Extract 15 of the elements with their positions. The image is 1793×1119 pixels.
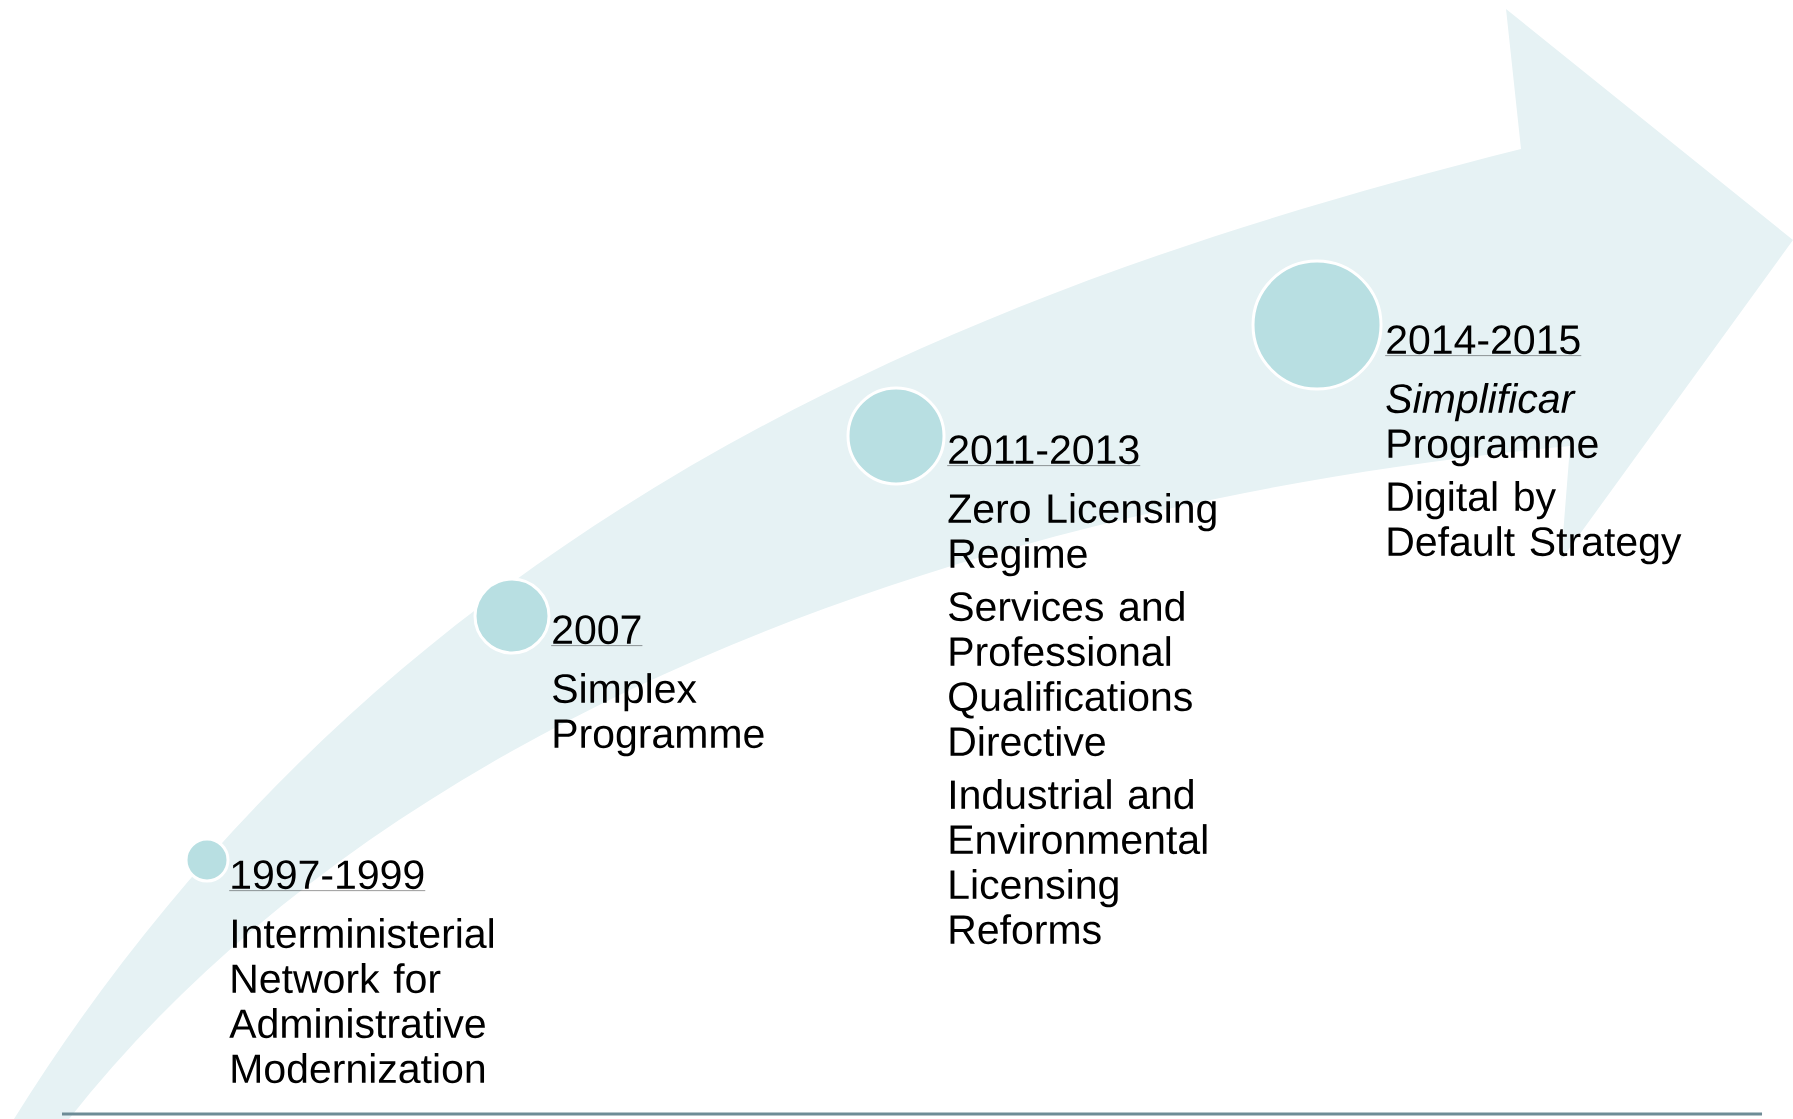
timeline-dot: [1251, 259, 1383, 391]
year-heading: 1997-1999: [229, 860, 426, 891]
year-heading: 2011-2013: [947, 435, 1141, 466]
year-heading: 2007: [551, 615, 643, 646]
timeline-dot: [846, 386, 946, 486]
milestone-text: Digital by Default Strategy: [1388, 481, 1682, 565]
timeline-dot: [184, 837, 230, 883]
milestone-text: Simplex Programme: [553, 673, 764, 757]
milestone-text: Simplificar Programme: [1386, 383, 1598, 467]
year-heading: 2014-2015: [1385, 325, 1582, 356]
milestone-text: Industrial and Environmental Licensing Reforms: [950, 779, 1207, 945]
milestone-text: Interministerial Network for Administrative Modernization: [229, 918, 493, 1084]
timeline-dot: [473, 577, 551, 655]
milestone-text: Zero Licensing Regime: [948, 493, 1216, 577]
milestone-text: Services and Professional Qualifications Directive: [949, 591, 1192, 757]
